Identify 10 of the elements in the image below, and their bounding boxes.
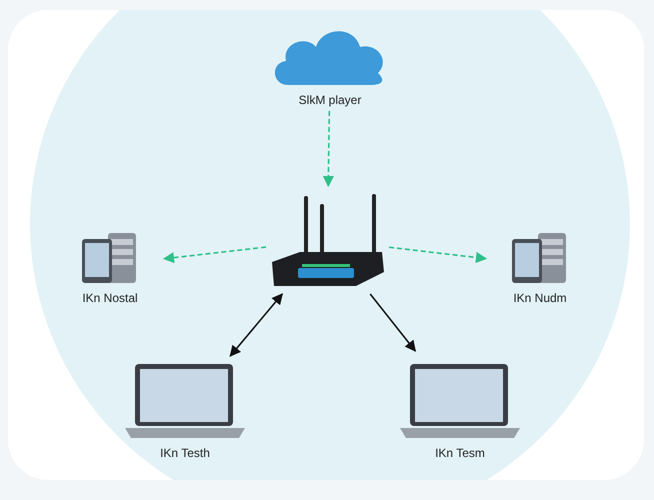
device-label: IKn Testh: [160, 446, 210, 460]
device-label: IKn Nudm: [513, 291, 567, 305]
device-label: IKn Nostal: [82, 291, 138, 305]
arrow: [162, 246, 266, 264]
device-label: IKn Tesm: [435, 446, 485, 460]
arrow: [388, 246, 488, 264]
device-label: SlkM player: [298, 93, 362, 107]
arrow: [230, 293, 283, 357]
arrow: [370, 294, 416, 352]
arrow: [322, 110, 334, 188]
